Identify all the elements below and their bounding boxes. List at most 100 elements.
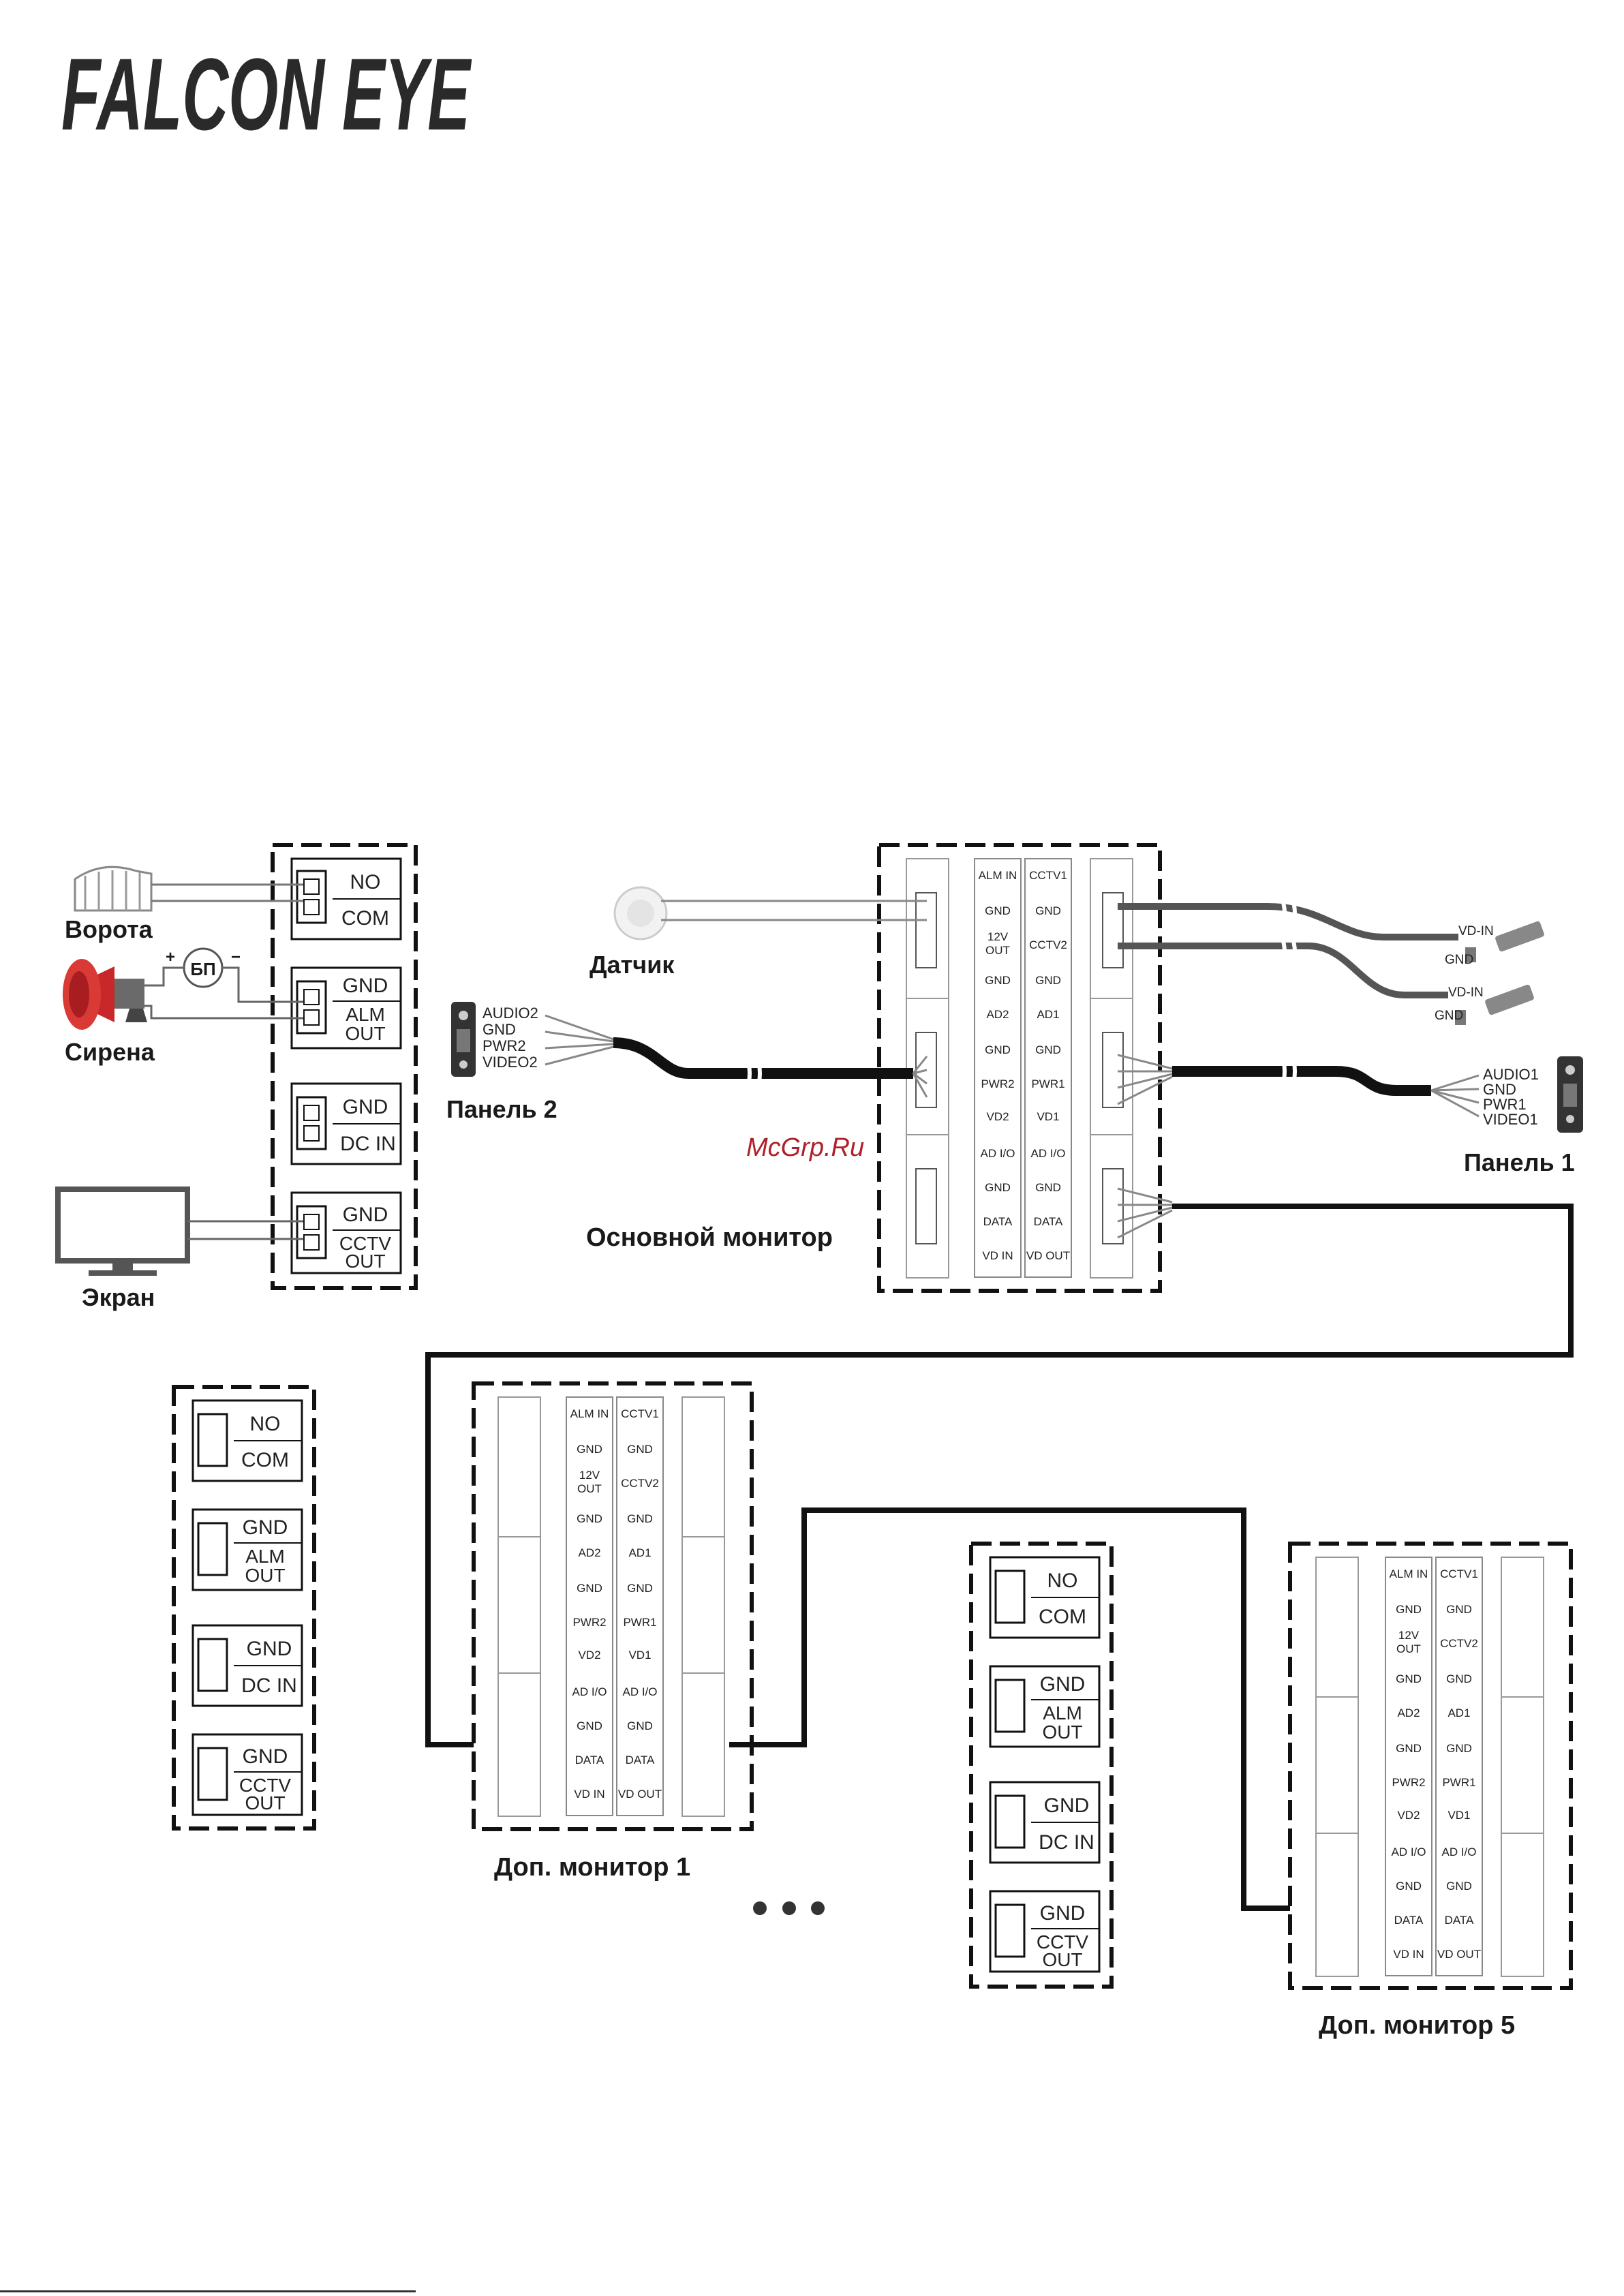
term-no: NO xyxy=(350,871,381,893)
label-bp: БП xyxy=(190,959,215,979)
sub-monitor-1: ALM IN GND 12V OUT GND AD2 GND PWR2 VD2 … xyxy=(472,1381,754,1831)
svg-text:GND: GND xyxy=(985,1181,1011,1194)
svg-text:GND: GND xyxy=(577,1582,602,1595)
svg-text:GND: GND xyxy=(243,1516,288,1539)
door-panel-icon xyxy=(451,1002,476,1077)
bp-plus: + xyxy=(166,948,175,966)
svg-text:GND: GND xyxy=(1396,1672,1422,1685)
term-cctv: CCTV xyxy=(339,1233,392,1254)
svg-text:COM: COM xyxy=(1039,1606,1086,1628)
svg-text:AD I/O: AD I/O xyxy=(980,1147,1015,1160)
motion-sensor-icon xyxy=(613,886,668,940)
svg-text:AD1: AD1 xyxy=(1037,1008,1059,1021)
svg-text:GND: GND xyxy=(1446,1742,1472,1755)
svg-text:CCTV: CCTV xyxy=(1037,1931,1089,1953)
svg-text:ALM: ALM xyxy=(245,1546,285,1567)
svg-text:VIDEO2: VIDEO2 xyxy=(482,1054,538,1071)
label-panel2: Панель 2 xyxy=(446,1095,557,1123)
svg-text:GND: GND xyxy=(985,904,1011,917)
svg-text:VD2: VD2 xyxy=(986,1110,1009,1123)
svg-text:GND: GND xyxy=(1035,904,1061,917)
svg-text:GND: GND xyxy=(1446,1603,1472,1616)
sub-monitor-5: ALM IN GND 12V OUT GND AD2 GND PWR2 VD2 … xyxy=(1288,1542,1573,1990)
svg-text:GND: GND xyxy=(243,1745,288,1768)
svg-text:PWR2: PWR2 xyxy=(1392,1776,1425,1789)
camera1-vd-in: VD-IN xyxy=(1458,924,1494,938)
svg-text:NO: NO xyxy=(250,1413,281,1435)
svg-text:GND: GND xyxy=(985,1043,1011,1056)
svg-text:AD2: AD2 xyxy=(986,1008,1009,1021)
svg-text:DATA: DATA xyxy=(575,1754,604,1766)
svg-text:GND: GND xyxy=(627,1443,653,1456)
sub-relay-block-5: NO COM GND ALM OUT GND DC IN GND CCTV OU… xyxy=(969,1542,1114,1989)
terminal-gnd-cctv-out: GND CCTV OUT xyxy=(290,1191,402,1274)
term-alm: ALM xyxy=(346,1004,385,1025)
svg-text:ALM IN: ALM IN xyxy=(570,1407,609,1420)
svg-text:DATA: DATA xyxy=(1445,1914,1474,1927)
svg-text:CCTV2: CCTV2 xyxy=(1029,938,1067,951)
term-out: OUT xyxy=(345,1023,385,1044)
svg-text:AD2: AD2 xyxy=(578,1546,600,1559)
svg-text:VD OUT: VD OUT xyxy=(1437,1948,1481,1961)
svg-text:GND: GND xyxy=(482,1021,516,1038)
svg-text:AD2: AD2 xyxy=(1397,1706,1420,1719)
svg-text:CCTV1: CCTV1 xyxy=(621,1407,659,1420)
svg-text:GND: GND xyxy=(627,1719,653,1732)
door-panel-icon xyxy=(1557,1056,1583,1133)
svg-text:AD I/O: AD I/O xyxy=(622,1685,657,1698)
screen-icon xyxy=(55,1187,190,1276)
svg-text:VD IN: VD IN xyxy=(574,1788,604,1801)
svg-text:NO: NO xyxy=(1047,1570,1078,1592)
svg-text:GND: GND xyxy=(577,1512,602,1525)
svg-text:PWR2: PWR2 xyxy=(482,1037,526,1054)
svg-text:GND: GND xyxy=(1035,974,1061,987)
panel2-pins: AUDIO2 GND PWR2 VIDEO2 xyxy=(482,1005,538,1071)
label-sub-monitor-5: Доп. монитор 5 xyxy=(1319,2011,1515,2040)
svg-text:OUT: OUT xyxy=(1042,1949,1082,1970)
logo-text: FALCON EYE xyxy=(61,37,472,151)
label-sensor: Датчик xyxy=(589,951,675,979)
svg-text:PWR2: PWR2 xyxy=(981,1077,1014,1090)
svg-text:VD OUT: VD OUT xyxy=(1026,1249,1070,1262)
camera2-gnd: GND xyxy=(1435,1009,1463,1023)
svg-text:GND: GND xyxy=(1396,1603,1422,1616)
svg-text:PWR1: PWR1 xyxy=(1483,1096,1527,1113)
panel1-pins: AUDIO1 GND PWR1 VIDEO1 xyxy=(1483,1066,1539,1128)
siren-icon xyxy=(63,959,147,1030)
term-out: OUT xyxy=(345,1251,385,1272)
term-gnd: GND xyxy=(343,975,388,997)
label-siren: Сирена xyxy=(65,1038,155,1066)
svg-text:VD IN: VD IN xyxy=(1393,1948,1424,1961)
svg-text:DC IN: DC IN xyxy=(1039,1831,1094,1854)
svg-text:CCTV1: CCTV1 xyxy=(1440,1567,1478,1580)
svg-text:AUDIO1: AUDIO1 xyxy=(1483,1066,1539,1083)
terminal-no-com: NO COM xyxy=(290,857,402,940)
svg-text:GND: GND xyxy=(1446,1672,1472,1685)
svg-text:VD1: VD1 xyxy=(628,1649,651,1662)
cctv-camera-icon xyxy=(1465,921,1544,962)
svg-text:OUT: OUT xyxy=(577,1482,602,1495)
svg-text:GND: GND xyxy=(247,1638,292,1660)
term-dc-in: DC IN xyxy=(340,1133,396,1155)
svg-text:AD I/O: AD I/O xyxy=(1441,1846,1476,1858)
svg-text:VD IN: VD IN xyxy=(982,1249,1013,1262)
svg-text:GND: GND xyxy=(1483,1081,1516,1098)
svg-text:CCTV: CCTV xyxy=(239,1775,292,1796)
svg-text:VD1: VD1 xyxy=(1037,1110,1059,1123)
camera1-gnd: GND xyxy=(1445,953,1473,967)
svg-text:DATA: DATA xyxy=(626,1754,655,1766)
svg-text:GND: GND xyxy=(1040,1902,1086,1925)
terminal-gnd-dc-in: GND DC IN xyxy=(290,1082,402,1165)
term-com: COM xyxy=(341,907,389,930)
svg-text:VD2: VD2 xyxy=(1397,1809,1420,1822)
svg-text:OUT: OUT xyxy=(1042,1721,1082,1743)
label-sub-monitor-1: Доп. монитор 1 xyxy=(494,1853,690,1882)
svg-text:GND: GND xyxy=(1396,1880,1422,1893)
label-main-monitor: Основной монитор xyxy=(586,1223,833,1252)
svg-text:VD2: VD2 xyxy=(578,1649,600,1662)
svg-text:GND: GND xyxy=(1035,1181,1061,1194)
svg-text:GND: GND xyxy=(627,1512,653,1525)
label-panel1: Панель 1 xyxy=(1464,1148,1575,1176)
falcon-eye-logo: FALCON EYE xyxy=(61,37,472,151)
